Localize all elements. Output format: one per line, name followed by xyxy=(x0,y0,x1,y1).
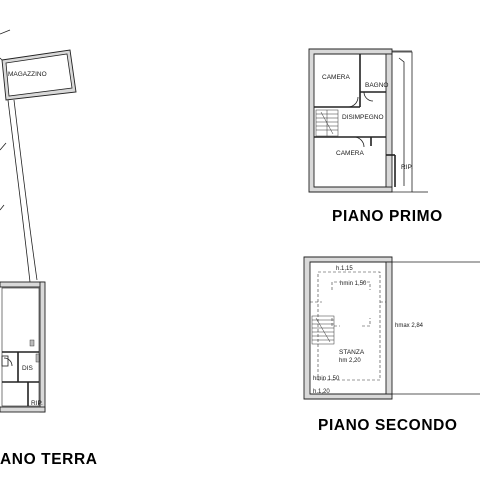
first-floor-stair xyxy=(315,109,339,137)
camera-top-label: CAMERA xyxy=(322,74,350,81)
bagno-label: BAGNO xyxy=(365,82,388,89)
ground-floor-lower-block xyxy=(0,281,46,413)
dis-label: DIS xyxy=(22,365,34,372)
height-top-label: h.1,15 xyxy=(336,266,353,272)
ground-floor-plan: MAGAZZINO DIS RIP. ANO TERRA xyxy=(0,29,98,468)
height-hm-label: hm 2,20 xyxy=(339,358,361,364)
second-floor-stair xyxy=(311,315,335,345)
magazzino-room xyxy=(0,49,77,101)
ground-rip-label: RIP. xyxy=(31,400,43,407)
height-hmax-label: hmax 2,84 xyxy=(395,323,424,329)
ground-floor-title: ANO TERRA xyxy=(0,451,98,468)
magazzino-label: MAGAZZINO xyxy=(8,71,47,78)
first-floor-title: PIANO PRIMO xyxy=(332,208,443,225)
second-floor-title: PIANO SECONDO xyxy=(318,417,458,434)
height-bottom-label: h.1,20 xyxy=(313,389,330,395)
first-floor-plan: CAMERA BAGNO DISIMPEGNO CAMERA RIP. PIAN… xyxy=(308,48,443,225)
height-hmin-low-label: hmin 1,50 xyxy=(313,376,340,382)
disimpegno-label: DISIMPEGNO xyxy=(342,114,384,121)
height-hmin-label: hmin 1,50 xyxy=(340,281,367,287)
stanza-label: STANZA xyxy=(339,349,365,356)
second-floor-plan: h.1,15 hmin 1,50 hmax 2,84 STANZA hm 2,2… xyxy=(303,256,480,434)
first-rip-label: RIP. xyxy=(401,164,413,171)
camera-bottom-label: CAMERA xyxy=(336,150,364,157)
